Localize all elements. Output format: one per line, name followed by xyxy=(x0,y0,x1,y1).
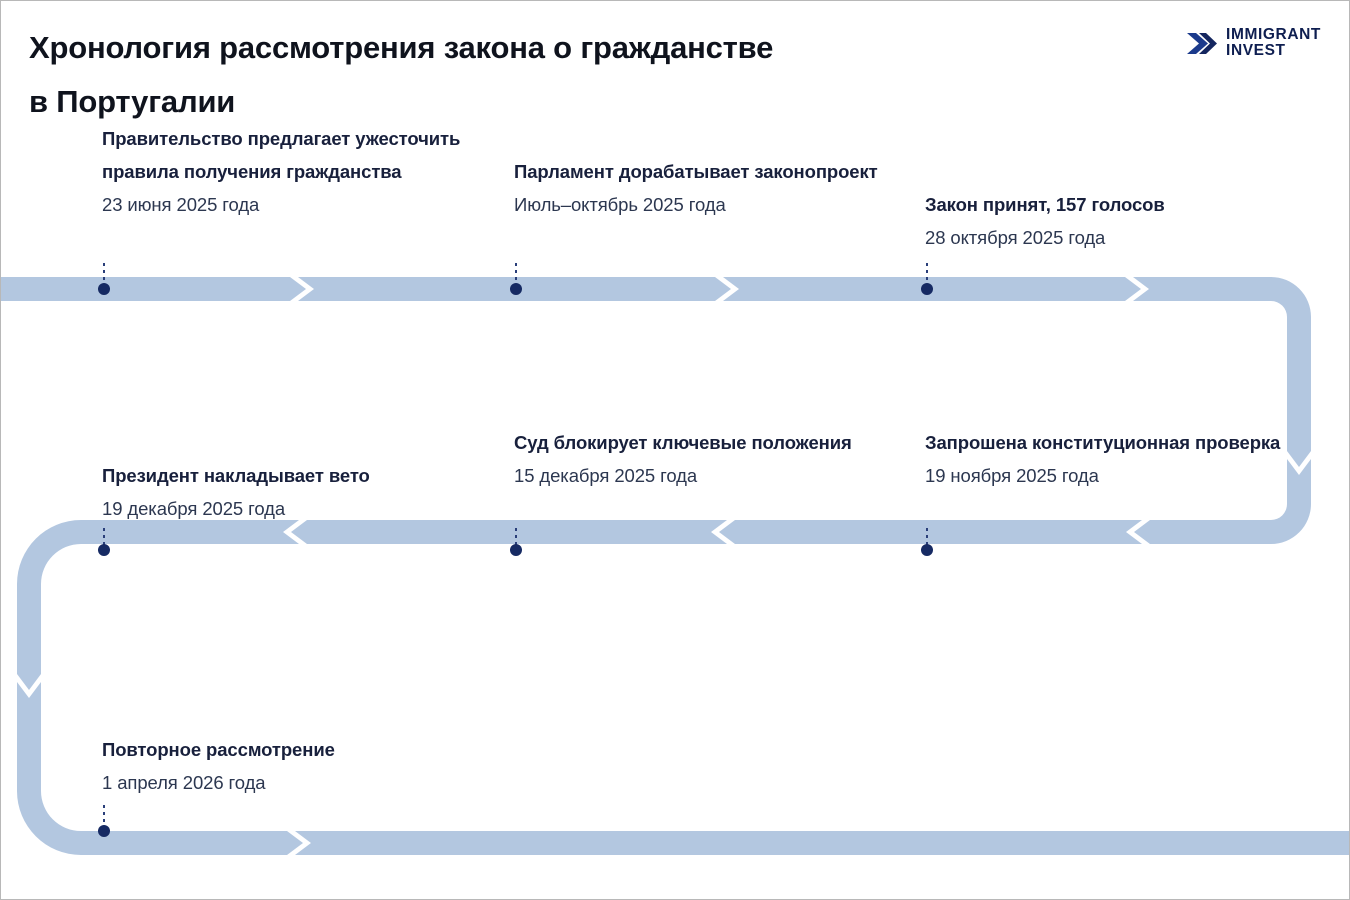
milestone-court-blocks-provisions: Суд блокирует ключевые положения 15 дека… xyxy=(514,426,914,492)
milestone-markers xyxy=(98,263,933,837)
milestone-dot xyxy=(510,544,522,556)
milestone-dot xyxy=(98,544,110,556)
chevron-down-icon xyxy=(1287,451,1311,475)
milestone-government-proposes: Правительство предлагает ужесточить прав… xyxy=(102,122,502,221)
milestone-law-passed: Закон принят, 157 голосов 28 октября 202… xyxy=(925,188,1325,254)
chevron-left-icon xyxy=(1126,520,1150,544)
milestone-constitutional-review-requested: Запрошена конституционная проверка 19 но… xyxy=(925,426,1325,492)
brand-wordmark: IMMIGRANT INVEST xyxy=(1226,27,1321,59)
milestone-date: 1 апреля 2026 года xyxy=(102,772,266,793)
row2-chevrons xyxy=(283,520,1150,544)
double-chevron-icon xyxy=(1187,32,1218,54)
chevron-right-icon xyxy=(715,277,739,301)
page-title: Хронология рассмотрения закона о граждан… xyxy=(29,21,1079,129)
milestone-dot xyxy=(921,283,933,295)
left-turn-chevron xyxy=(17,674,41,698)
milestone-title: Правительство предлагает ужесточить прав… xyxy=(102,128,461,182)
milestone-date: 23 июня 2025 года xyxy=(102,194,260,215)
milestone-title: Президент накладывает вето xyxy=(102,465,370,486)
chevron-left-icon xyxy=(283,520,307,544)
brand-logo: IMMIGRANT INVEST xyxy=(1187,27,1321,59)
milestone-repeat-review: Повторное рассмотрение 1 апреля 2026 год… xyxy=(102,733,502,799)
milestone-title: Парламент дорабатывает законопроект xyxy=(514,161,878,182)
milestone-dot xyxy=(98,283,110,295)
page-title-line-1: Хронология рассмотрения закона о граждан… xyxy=(29,30,774,65)
chevron-left-icon xyxy=(711,520,735,544)
chevron-down-icon xyxy=(17,674,41,698)
milestone-date: 15 декабря 2025 года xyxy=(514,465,698,486)
chevron-right-icon xyxy=(287,831,311,855)
milestone-title: Повторное рассмотрение xyxy=(102,739,335,760)
row1-chevrons xyxy=(290,277,1149,301)
milestone-dot xyxy=(510,283,522,295)
milestone-date: Июль–октябрь 2025 года xyxy=(514,194,726,215)
chevron-right-icon xyxy=(1125,277,1149,301)
milestone-title: Суд блокирует ключевые положения xyxy=(514,432,852,453)
brand-wordmark-line-1: IMMIGRANT xyxy=(1226,26,1321,43)
row3-chevrons xyxy=(287,831,311,855)
right-turn-chevron xyxy=(1287,451,1311,475)
page-title-line-2: в Португалии xyxy=(29,84,236,119)
milestone-date: 28 октября 2025 года xyxy=(925,227,1106,248)
milestone-parliament-refines: Парламент дорабатывает законопроект Июль… xyxy=(514,155,914,221)
milestone-dot xyxy=(921,544,933,556)
brand-wordmark-line-2: INVEST xyxy=(1226,42,1286,59)
milestone-title: Запрошена конституционная проверка xyxy=(925,432,1281,453)
milestone-date: 19 ноября 2025 года xyxy=(925,465,1099,486)
milestone-president-vetoes: Президент накладывает вето 19 декабря 20… xyxy=(102,459,502,525)
milestone-title: Закон принят, 157 голосов xyxy=(925,194,1165,215)
milestone-date: 19 декабря 2025 года xyxy=(102,498,286,519)
milestone-dot xyxy=(98,825,110,837)
chevron-right-icon xyxy=(290,277,314,301)
